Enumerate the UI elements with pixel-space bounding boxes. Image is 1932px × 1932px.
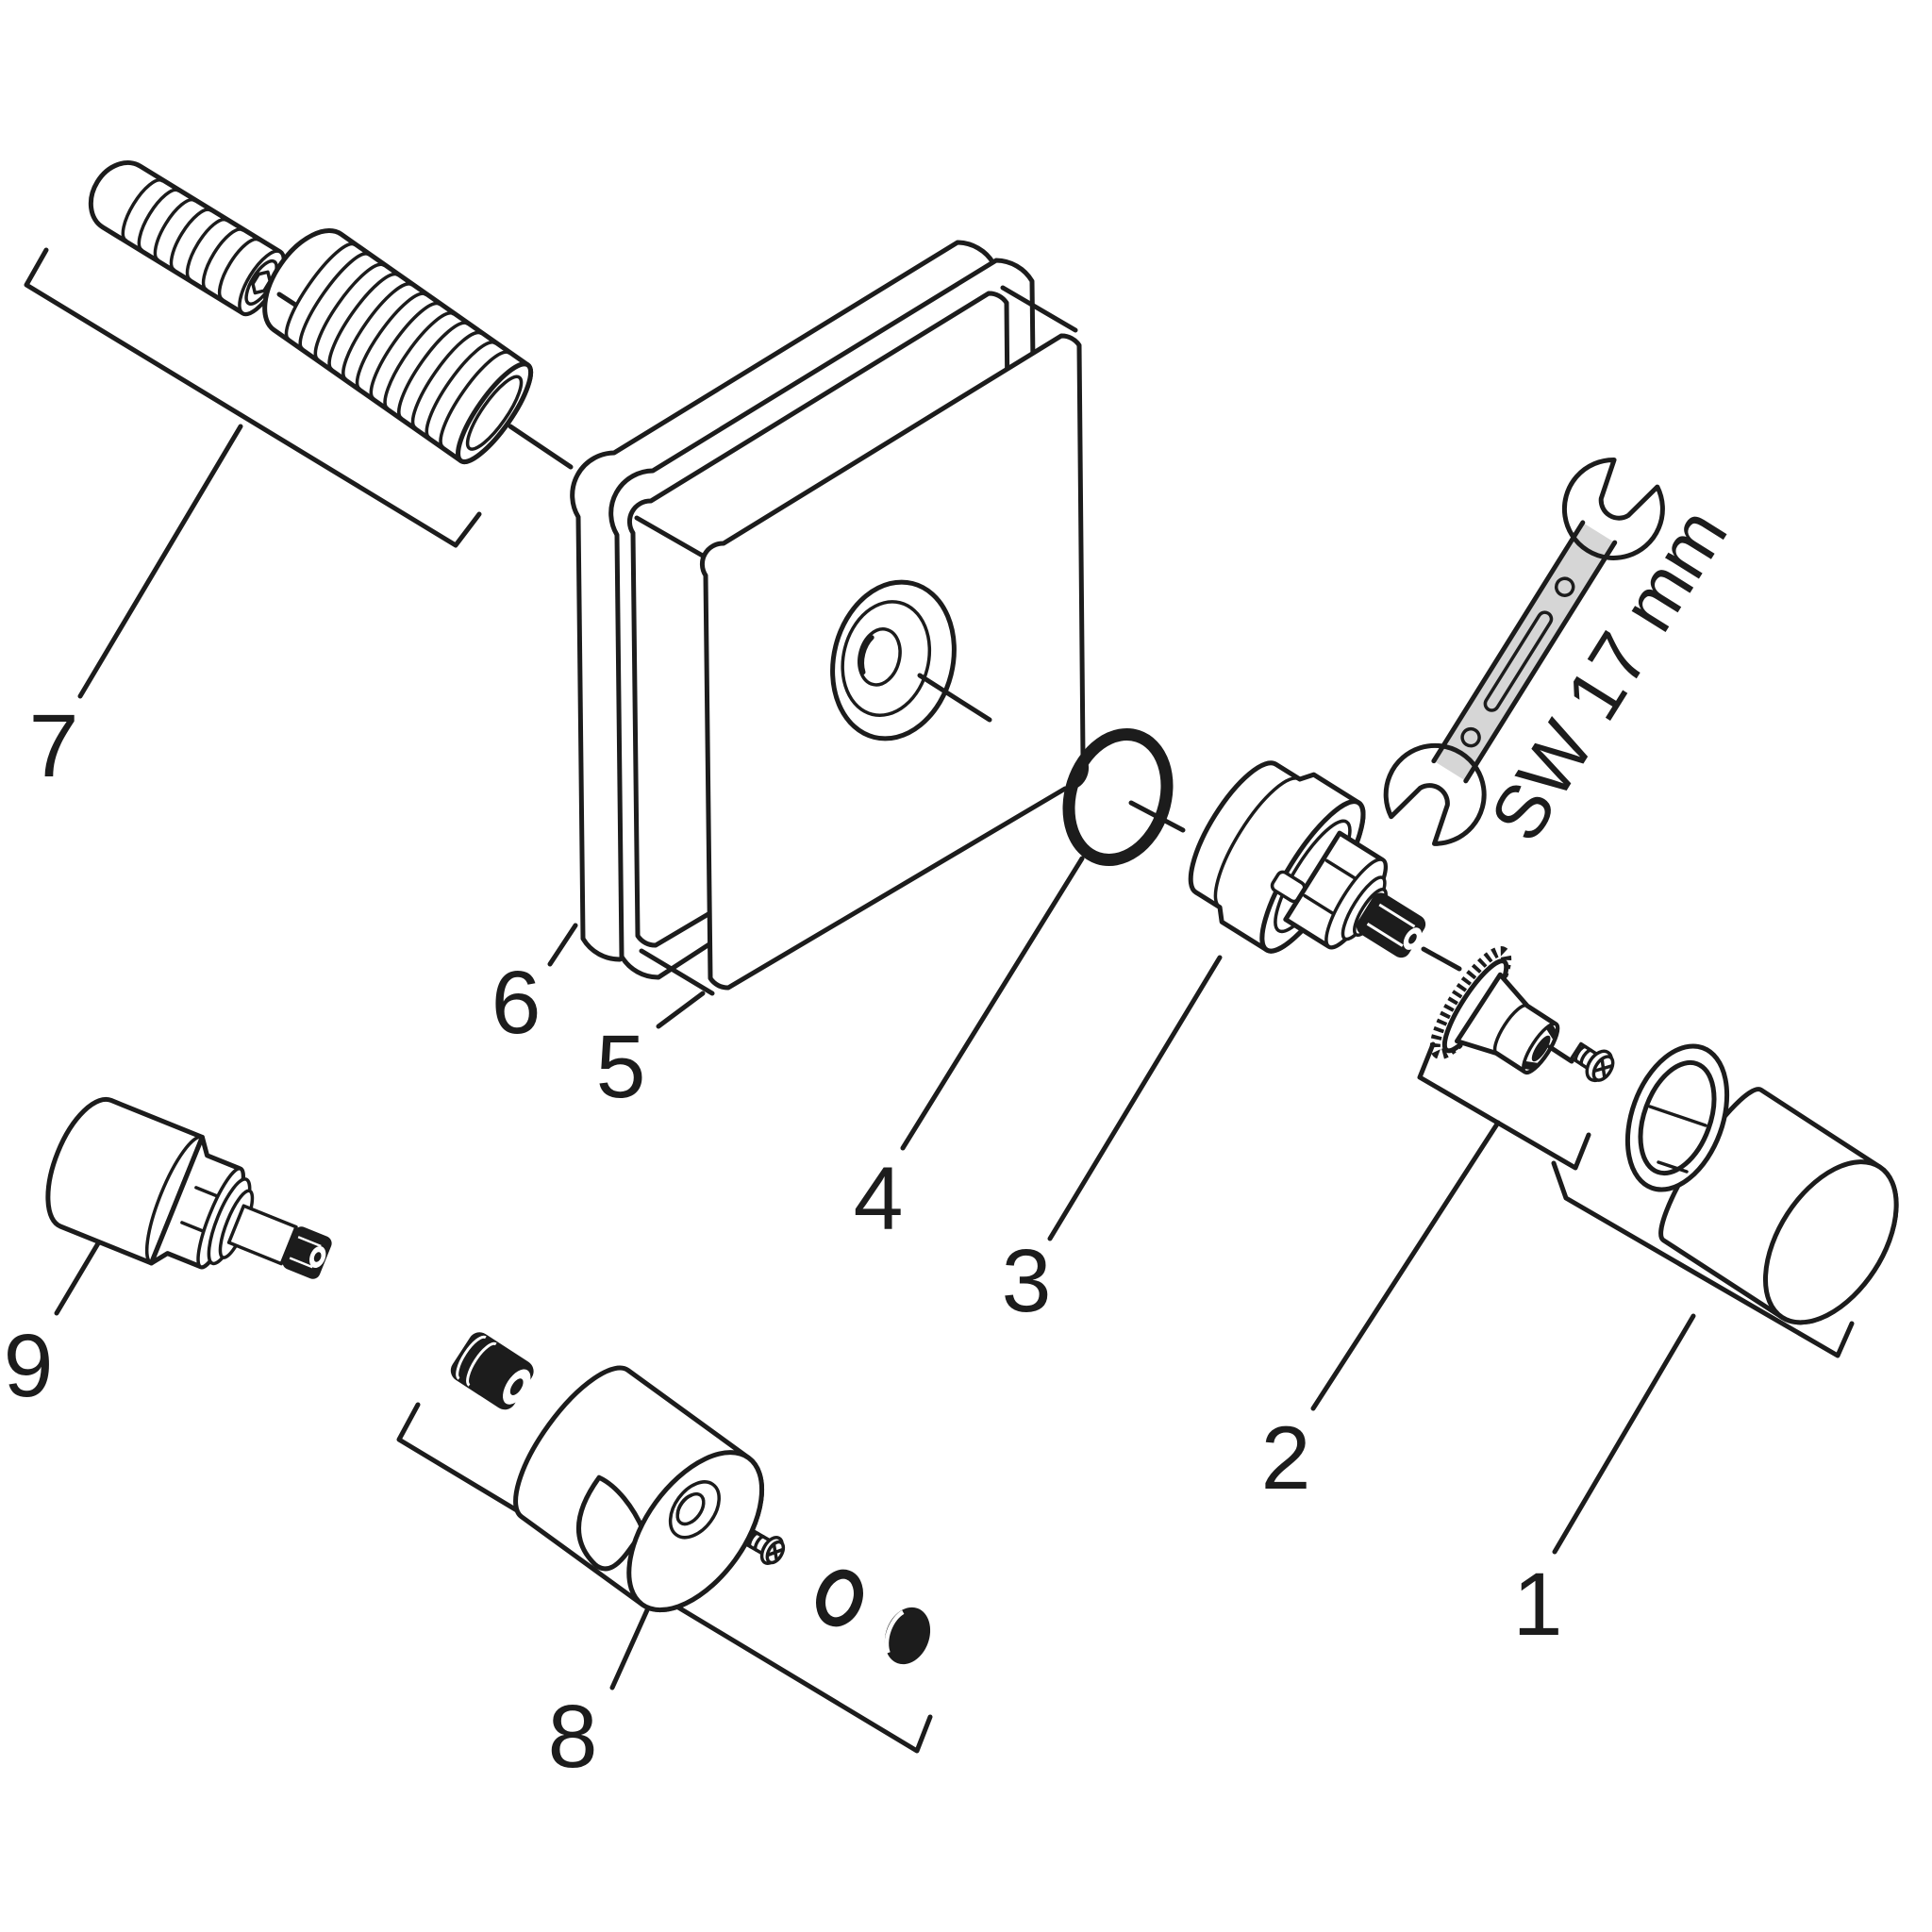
cartridge-tip-bore-center <box>313 1252 322 1262</box>
part-3-valve-unit <box>1188 760 1426 958</box>
callout-7: 7 <box>29 696 79 796</box>
adapter-screw <box>1570 1041 1615 1083</box>
phillips-cross <box>1592 1058 1614 1079</box>
bracket-part1 <box>1551 1160 1855 1358</box>
stud-collar-lines <box>284 242 371 351</box>
hub-screw-phillips-cross <box>766 1543 784 1561</box>
knob-flange-ring <box>1624 1043 1730 1192</box>
leader-part5 <box>656 991 706 1029</box>
grub-screw-threads <box>121 178 261 302</box>
callout-5: 5 <box>596 1017 646 1117</box>
callout-3: 3 <box>1002 1231 1052 1331</box>
axis-dash-6 <box>1547 1044 1574 1064</box>
bracket-part7 <box>24 247 482 548</box>
bushing-bore-center <box>509 1378 524 1395</box>
flange-inner <box>1638 1059 1717 1176</box>
hub-notch <box>575 1474 646 1572</box>
part-9-cartridge <box>45 1096 332 1279</box>
axis-dash-5 <box>1421 946 1462 972</box>
bushing-thread-highlights <box>456 1335 497 1387</box>
open-end-wrench: SW 17 mm <box>1383 457 1743 855</box>
wrench-head-upper <box>1561 457 1665 560</box>
hub-screw-threads <box>747 1531 766 1552</box>
cartridge-spline-knurl <box>289 1236 322 1269</box>
callout-6: 6 <box>491 953 541 1053</box>
cap-body <box>884 1607 931 1665</box>
rubber-bushing <box>450 1332 534 1410</box>
callout-9: 9 <box>4 1316 54 1416</box>
wrench-hole-2 <box>1554 576 1575 597</box>
callout-2: 2 <box>1261 1408 1311 1508</box>
callout-4: 4 <box>854 1149 904 1249</box>
leader-part9 <box>54 1236 104 1316</box>
cartridge-body-divider <box>144 1135 205 1265</box>
hub-end-cap <box>884 1607 931 1665</box>
hub-o-ring <box>816 1569 863 1627</box>
axis-dash-2 <box>508 424 574 470</box>
callout-1: 1 <box>1513 1555 1563 1655</box>
cartridge-body <box>45 1096 205 1266</box>
valve-step-line <box>1213 776 1302 909</box>
adapter-hub-divider <box>1492 1003 1529 1056</box>
knob-front-face <box>1762 1159 1899 1325</box>
callout-brackets-and-leaders <box>24 247 1855 1754</box>
stud-end-relief <box>465 375 524 451</box>
part-8-hub-set <box>450 1332 931 1665</box>
leader-part4 <box>900 856 1085 1151</box>
part-1-handle-knob <box>1624 1043 1899 1325</box>
adapter-screw-threads <box>1574 1044 1593 1067</box>
axis-dash-1 <box>276 291 298 308</box>
hub-recess-arc <box>675 1493 693 1516</box>
leader-part2 <box>1310 1120 1501 1411</box>
knob-edges-through-flange <box>1648 1105 1707 1174</box>
assembly-axis-dashes <box>276 291 1574 1064</box>
stud-threads <box>313 262 511 449</box>
wrench-shaft-edges <box>1431 520 1618 784</box>
knob-body <box>1658 1087 1899 1325</box>
part-2-adapter-set <box>1429 946 1615 1083</box>
leader-part1 <box>1552 1313 1696 1555</box>
bracket-part2 <box>1417 1041 1591 1171</box>
hub-screw <box>744 1529 786 1565</box>
hole-shading-arc <box>859 635 874 675</box>
threaded-stud <box>262 228 534 465</box>
leader-part6 <box>547 923 578 967</box>
valve-spindle-bore-center <box>1408 933 1417 944</box>
castellated-nut-slots <box>1521 1022 1557 1071</box>
cartridge-stem <box>226 1204 298 1266</box>
callout-8: 8 <box>548 1687 598 1787</box>
wrench-head-lower <box>1383 742 1487 846</box>
wrench-hole-1 <box>1460 726 1481 748</box>
leader-part3 <box>1047 955 1223 1241</box>
castellated-nut-bore <box>1531 1035 1551 1062</box>
callout-numbers: 7 6 5 4 3 2 1 9 8 <box>4 696 1563 1787</box>
wrench-slot <box>1483 610 1554 712</box>
cap-highlight <box>884 1609 905 1654</box>
leader-part7 <box>77 424 243 699</box>
valve-spindle-knurl <box>1366 903 1416 947</box>
plate-center-hole <box>830 579 957 741</box>
part-4-o-ring <box>1062 728 1174 866</box>
wrench-shaft-fill <box>1433 522 1615 781</box>
toothed-adapter <box>1429 946 1560 1075</box>
axis-dash-3 <box>917 673 992 723</box>
handle-hub <box>513 1365 765 1613</box>
grub-screw <box>88 160 286 317</box>
part-7-mounting-screw-set <box>88 160 534 465</box>
axis-dash-4 <box>1128 800 1186 833</box>
plate-corner-edges <box>634 285 1078 996</box>
part-5-escutcheon-plate <box>626 285 1090 996</box>
